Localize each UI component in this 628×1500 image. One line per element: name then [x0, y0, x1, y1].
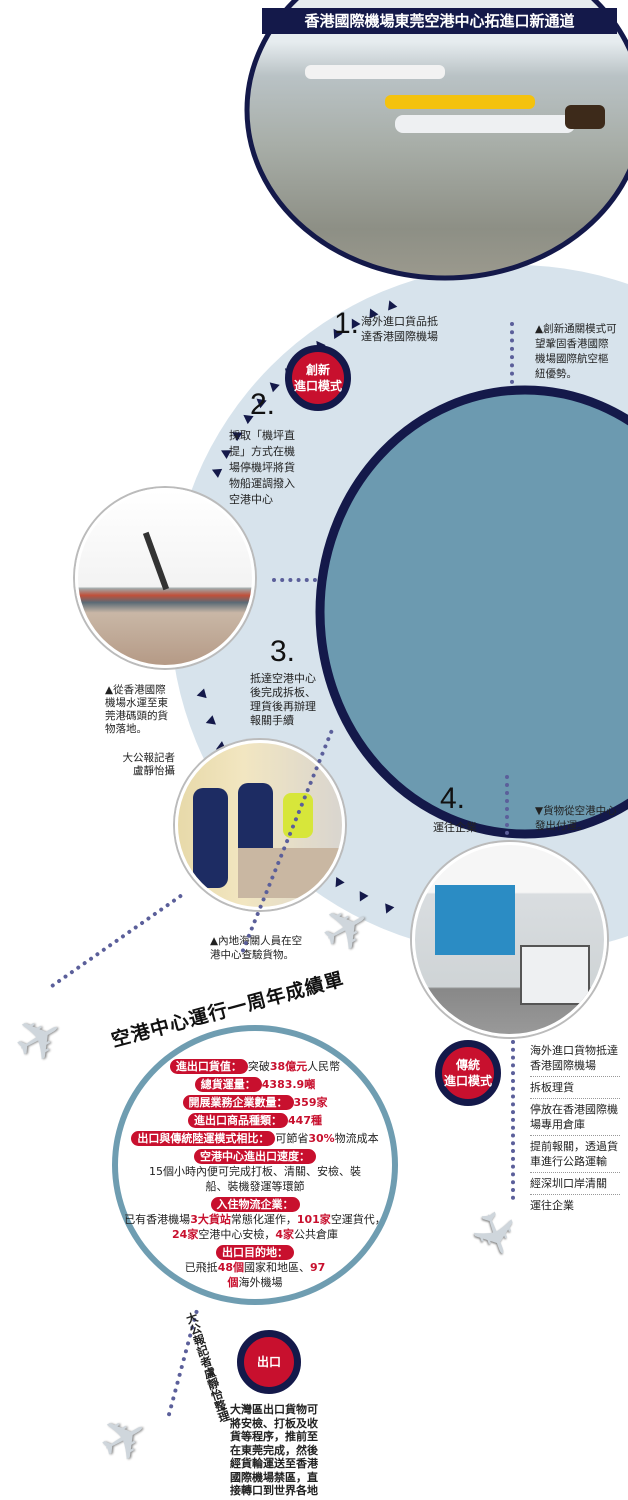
stat-value: 4383.9噸 — [261, 1078, 316, 1091]
stat-text: 人民幣 — [307, 1060, 341, 1073]
stat-label: 進出口貨值： — [169, 1059, 248, 1074]
bullet-icon: • — [220, 1403, 228, 1416]
airplane-icon: ✈ — [1, 997, 78, 1081]
stat-text: 已有香港機場3大貨站常態化運作，101家空運貨代，24家空港中心安檢，4家公共倉… — [124, 1213, 386, 1241]
airplane-icon: ✈ — [454, 1199, 535, 1269]
step-3-number: 3. — [270, 635, 296, 668]
page-title: 香港國際機場東莞空港中心拓進口新通道 — [262, 8, 617, 34]
stat-label: 出口與傳統陸運模式相比： — [131, 1131, 276, 1146]
stat-enterprises: 開展業務企業數量：359家 — [130, 1095, 380, 1110]
stat-trade-value: 進出口貨值：突破38億元人民幣 — [130, 1059, 380, 1074]
step-1-number: 1. — [334, 307, 360, 340]
center-disc — [315, 385, 628, 839]
stat-label: 入住物流企業： — [210, 1197, 300, 1212]
step-2-number: 2. — [250, 388, 276, 421]
harbor-photo — [75, 488, 255, 668]
innovative-mode-badge: 創新 進口模式 — [285, 345, 351, 411]
traditional-step: 海外進口貨物抵達香港國際機場 — [530, 1040, 620, 1077]
dotted-connector — [505, 775, 509, 835]
photo-credit: 大公報記者 盧靜怡攝 — [122, 752, 176, 777]
traditional-step: 運往企業 — [530, 1199, 574, 1212]
stat-label: 進出口商品種類： — [188, 1113, 289, 1128]
dotted-connector — [511, 1040, 515, 1200]
stat-destinations: 出口目的地：已飛抵48個國家和地區、97個海外機場 — [130, 1245, 380, 1290]
logistics-center-photo — [412, 842, 607, 1037]
stat-speed: 空港中心進出口速度：15個小時內便可完成打板、清關、安檢、裝船、裝機發運等環節 — [130, 1149, 380, 1194]
export-description: 大灣區出口貨物可將安檢、打板及收貨等程序，推前至在東莞完成，然後經貨輪運送至香港… — [230, 1403, 318, 1497]
stat-label: 開展業務企業數量： — [182, 1095, 294, 1110]
airport-caption: ▲創新通關模式可望鞏固香港國際機場國際航空樞紐優勢。 — [535, 323, 617, 380]
step-3-text: 抵達空港中心後完成拆板、理貨後再辦理報關手續 — [250, 672, 316, 727]
stat-value: 30% — [308, 1132, 335, 1145]
stat-label: 總貨運量： — [194, 1077, 262, 1092]
stat-text: 物流成本 — [334, 1132, 379, 1145]
step-2-text: 採取「機坪直提」方式在機場停機坪將貨物船運調撥入空港中心 — [229, 429, 295, 506]
summary-list: 進出口貨值：突破38億元人民幣 總貨運量：4383.9噸 開展業務企業數量：35… — [124, 1056, 386, 1290]
step-1-text: 海外進口貨品抵達香港國際機場 — [361, 315, 438, 343]
dotted-connector — [510, 322, 514, 384]
stat-tenants: 入住物流企業：已有香港機場3大貨站常態化運作，101家空運貨代，24家空港中心安… — [122, 1197, 388, 1242]
stat-product-types: 進出口商品種類：447種 — [130, 1113, 380, 1128]
traditional-step: 經深圳口岸清關 — [530, 1173, 620, 1195]
stat-text: 可節省 — [275, 1132, 309, 1145]
stat-text: 突破 — [247, 1060, 270, 1073]
airplane-icon: ✈ — [86, 1397, 163, 1481]
stat-value: 359家 — [293, 1096, 328, 1109]
dotted-connector — [272, 578, 317, 582]
export-text: •大灣區出口貨物可將安檢、打板及收貨等程序，推前至在東莞完成，然後經貨輪運送至香… — [220, 1403, 328, 1498]
traditional-step: 拆板理貨 — [530, 1077, 620, 1099]
stat-text: 15個小時內便可完成打板、清關、安檢、裝船、裝機發運等環節 — [149, 1165, 361, 1193]
step-4-number: 4. — [440, 782, 466, 815]
stat-label: 空港中心進出口速度： — [194, 1149, 316, 1164]
stat-text: 已飛抵48個國家和地區、97個海外機場 — [184, 1261, 326, 1289]
dispatch-caption: ▼貨物從空港中心發出付運。 — [535, 805, 617, 832]
customs-caption: ▲內地海關人員在空港中心查驗貨物。 — [210, 935, 303, 961]
traditional-step: 提前報關，透過貨車進行公路運輸 — [530, 1136, 620, 1173]
stat-value: 38億元 — [269, 1060, 308, 1073]
export-badge: 出口 — [237, 1330, 301, 1394]
traditional-mode-badge: 傳統 進口模式 — [435, 1040, 501, 1106]
stat-value: 447種 — [288, 1114, 322, 1127]
stat-freight-volume: 總貨運量：4383.9噸 — [130, 1077, 380, 1092]
stat-cost-saving: 出口與傳統陸運模式相比：可節省30%物流成本 — [120, 1131, 390, 1146]
traditional-step: 停放在香港國際機場專用倉庫 — [530, 1099, 620, 1136]
harbor-caption: ▲從香港國際機場水運至東莞港碼頭的貨物落地。 — [105, 684, 168, 735]
traditional-steps: 海外進口貨物抵達香港國際機場 拆板理貨 停放在香港國際機場專用倉庫 提前報關，透… — [530, 1040, 620, 1216]
step-4-text: 運往企業 — [433, 821, 477, 834]
stat-label: 出口目的地： — [216, 1245, 294, 1260]
customs-inspection-photo — [175, 740, 345, 910]
